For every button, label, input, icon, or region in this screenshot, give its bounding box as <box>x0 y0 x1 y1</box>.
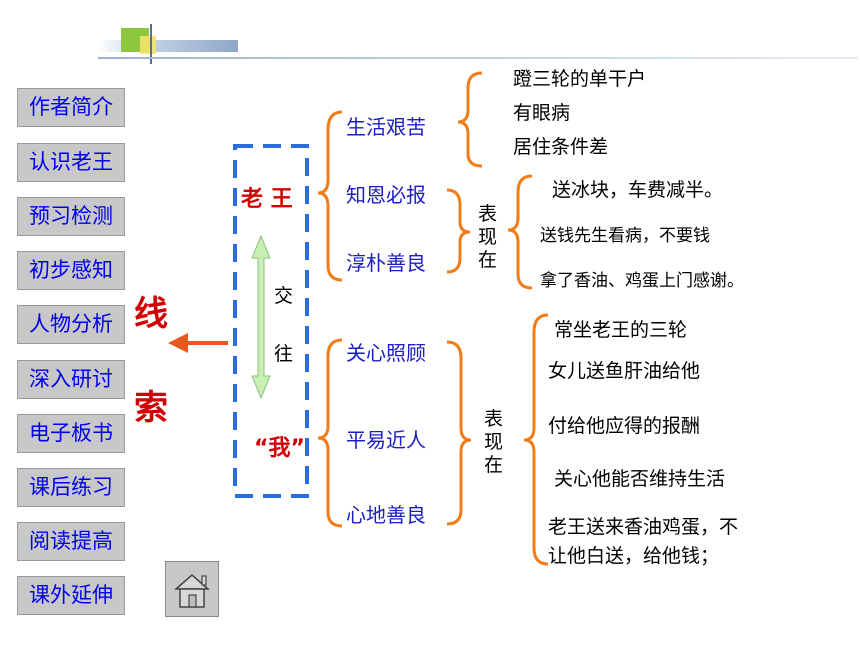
trait-repay-kindness: 知恩必报 <box>346 183 426 207</box>
wo-action-5-line-1: 老王送来香油鸡蛋，不 <box>548 516 739 538</box>
nav-know-laowang[interactable]: 认识老王 <box>17 143 125 182</box>
logo-block-yellow <box>140 36 156 54</box>
trait-approachable: 平易近人 <box>346 428 426 452</box>
hardship-detail-2: 有眼病 <box>513 102 571 124</box>
nav-reading-improve[interactable]: 阅读提高 <box>17 522 125 561</box>
wo-action-4: 关心他能否维持生活 <box>554 468 726 490</box>
nav-character-analysis[interactable]: 人物分析 <box>17 305 125 344</box>
trait-kind-hearted: 心地善良 <box>346 503 426 527</box>
bracket-know-kind <box>446 188 471 274</box>
laowang-action-2: 送钱先生看病，不要钱 <box>540 226 710 246</box>
bracket-laowang-actions <box>507 174 533 290</box>
trait-simple-kind: 淳朴善良 <box>346 251 426 275</box>
wo-action-2: 女儿送鱼肝油给他 <box>548 360 701 382</box>
nav-first-reading[interactable]: 初步感知 <box>17 251 125 290</box>
laowang-label: 老 王 <box>241 187 293 212</box>
dashed-group-box <box>233 144 309 498</box>
hardship-detail-3: 居住条件差 <box>513 136 609 158</box>
bracket-hardship <box>457 71 483 168</box>
home-button[interactable] <box>165 561 219 617</box>
nav-after-class[interactable]: 课后练习 <box>17 468 125 507</box>
wo-action-1: 常坐老王的三轮 <box>554 319 688 341</box>
nav-board-notes[interactable]: 电子板书 <box>17 414 125 453</box>
nav-deep-study[interactable]: 深入研讨 <box>17 360 125 399</box>
trait-hard-life: 生活艰苦 <box>346 115 426 139</box>
bracket-wo-traits <box>317 338 343 528</box>
bracket-wo-actions <box>523 313 549 566</box>
nav-author-intro[interactable]: 作者简介 <box>17 88 125 127</box>
bracket-laowang-traits <box>317 110 343 282</box>
hardship-detail-1: 蹬三轮的单干户 <box>513 68 647 90</box>
header-rule <box>98 57 858 59</box>
laowang-action-1: 送冰块，车费减半。 <box>552 179 724 201</box>
home-icon <box>174 574 210 608</box>
clue-char-top: 线 <box>134 294 168 334</box>
interact-char-1: 交 <box>274 285 294 307</box>
manifest-2-char-1: 表 <box>484 408 504 430</box>
wo-action-3: 付给他应得的报酬 <box>548 415 701 437</box>
laowang-action-3: 拿了香油、鸡蛋上门感谢。 <box>540 271 744 291</box>
logo-vertical-line <box>150 24 152 64</box>
clue-arrow-head <box>168 333 188 353</box>
interact-char-2: 往 <box>274 343 294 365</box>
interact-double-arrow <box>251 234 271 400</box>
wo-label: “我” <box>254 436 305 461</box>
wo-action-5-line-2: 让他白送，给他钱； <box>548 545 720 567</box>
manifest-1-char-1: 表 <box>478 203 498 225</box>
manifest-2-char-3: 在 <box>484 454 504 476</box>
bracket-wo-right <box>446 340 472 526</box>
manifest-1-char-3: 在 <box>478 249 498 271</box>
manifest-2-char-2: 现 <box>484 431 504 453</box>
clue-char-bottom: 索 <box>134 388 168 428</box>
manifest-1-char-2: 现 <box>478 226 498 248</box>
nav-extension[interactable]: 课外延伸 <box>17 576 125 615</box>
trait-caring: 关心照顾 <box>346 341 426 365</box>
nav-preview-check[interactable]: 预习检测 <box>17 197 125 236</box>
